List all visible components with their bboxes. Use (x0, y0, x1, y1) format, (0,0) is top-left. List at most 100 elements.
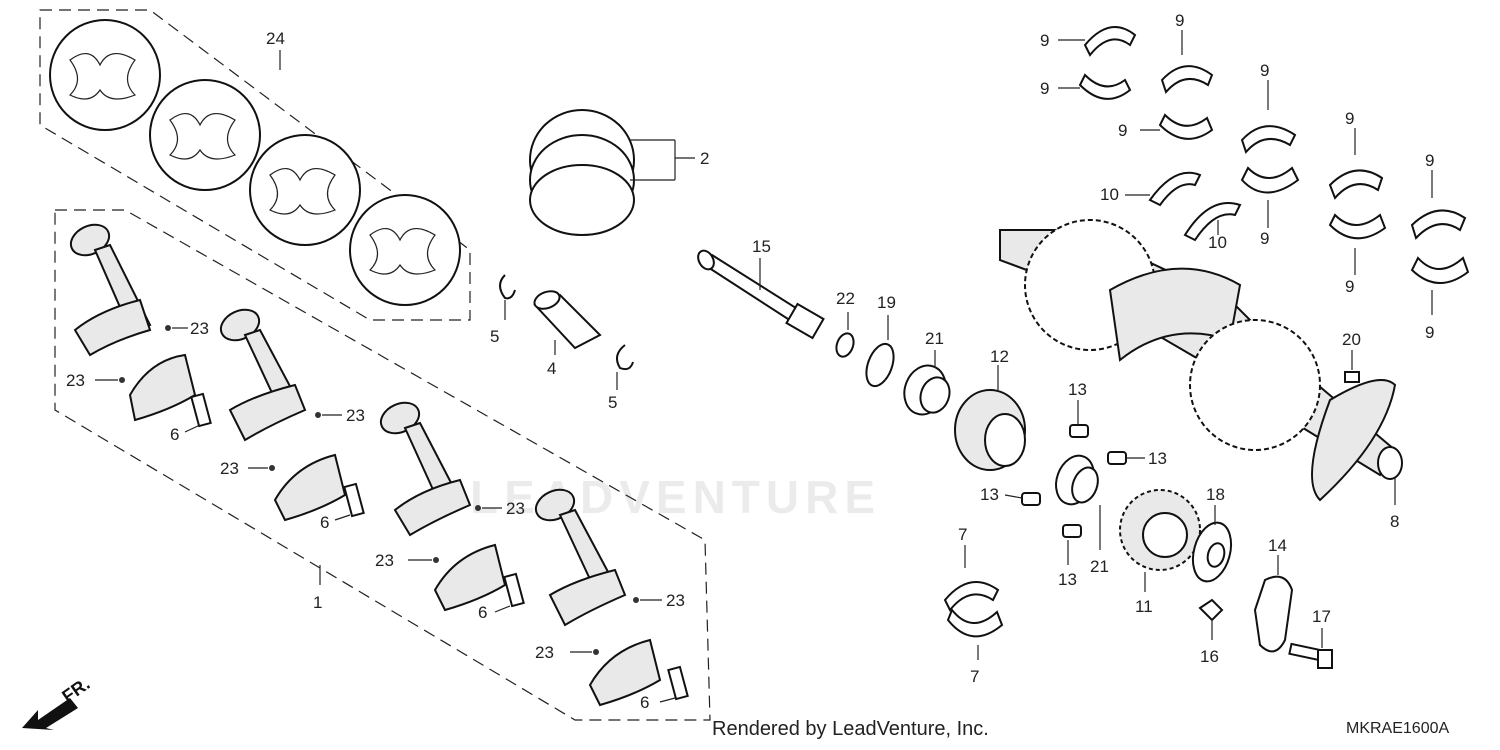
callout-9-h[interactable]: 9 (1345, 277, 1354, 296)
bearing-7-lower[interactable] (946, 608, 1004, 638)
callout-9-f[interactable]: 9 (1260, 229, 1269, 248)
callout-2[interactable]: 2 (700, 149, 709, 168)
piston-2[interactable] (149, 79, 261, 191)
conrod-bolt-1[interactable] (190, 392, 212, 428)
callout-16[interactable]: 16 (1200, 647, 1219, 666)
bolt-17[interactable] (1288, 642, 1333, 669)
callout-6-d[interactable]: 6 (640, 693, 649, 712)
callout-23-g[interactable]: 23 (666, 591, 685, 610)
callout-9-j[interactable]: 9 (1425, 323, 1434, 342)
piston-pin-clip-left[interactable] (499, 274, 516, 300)
needle-bearing-21-lower[interactable] (1050, 450, 1103, 509)
front-direction-marker: FR. (20, 668, 110, 738)
conrod-bolt-3[interactable] (503, 572, 525, 608)
callout-4[interactable]: 4 (547, 359, 556, 378)
callout-7-upper[interactable]: 7 (958, 525, 967, 544)
bolt-16[interactable] (1198, 598, 1224, 622)
callout-5-left[interactable]: 5 (490, 327, 499, 346)
callout-9-i[interactable]: 9 (1425, 151, 1434, 170)
callout-23-c[interactable]: 23 (346, 406, 365, 425)
callout-23-d[interactable]: 23 (220, 459, 239, 478)
callout-23-h[interactable]: 23 (535, 643, 554, 662)
conrod-bolt-2[interactable] (343, 482, 365, 518)
callout-13-c[interactable]: 13 (980, 485, 999, 504)
main-bearing-9-d[interactable] (1158, 113, 1214, 140)
main-bearing-9-b[interactable] (1078, 73, 1132, 100)
callout-18[interactable]: 18 (1206, 485, 1225, 504)
callout-10-a[interactable]: 10 (1100, 185, 1119, 204)
callout-1[interactable]: 1 (313, 593, 322, 612)
callout-6-c[interactable]: 6 (478, 603, 487, 622)
callout-10-b[interactable]: 10 (1208, 233, 1227, 252)
callout-13-d[interactable]: 13 (1058, 570, 1077, 589)
piston-pin-clip-right[interactable] (615, 344, 634, 371)
main-bearing-9-j[interactable] (1410, 256, 1470, 284)
callout-20[interactable]: 20 (1342, 330, 1361, 349)
callout-19[interactable]: 19 (877, 293, 896, 312)
callout-6-b[interactable]: 6 (320, 513, 329, 532)
main-bearing-9-i[interactable] (1410, 209, 1467, 240)
primary-shaft[interactable] (695, 248, 825, 340)
thrust-washer-10-b[interactable] (1183, 202, 1242, 242)
arm-14[interactable] (1253, 575, 1294, 653)
connecting-rod-2[interactable] (216, 304, 347, 522)
callout-8[interactable]: 8 (1390, 512, 1399, 531)
needle-bearing-21-upper[interactable] (898, 360, 955, 421)
callout-9-d[interactable]: 9 (1118, 121, 1127, 140)
callout-9-c[interactable]: 9 (1175, 11, 1184, 30)
main-bearing-9-c[interactable] (1160, 65, 1214, 94)
diagram-code: MKRAE1600A (1346, 720, 1450, 737)
main-bearing-9-a[interactable] (1083, 26, 1137, 57)
crankshaft[interactable] (999, 219, 1403, 502)
callout-6-a[interactable]: 6 (170, 425, 179, 444)
washer-22[interactable] (833, 331, 856, 359)
callout-21-upper[interactable]: 21 (925, 329, 944, 348)
gear-11[interactable] (1119, 489, 1201, 571)
connecting-rod-1[interactable] (66, 219, 197, 422)
callout-23-b[interactable]: 23 (66, 371, 85, 390)
callout-17[interactable]: 17 (1312, 607, 1331, 626)
callout-23-f[interactable]: 23 (375, 551, 394, 570)
piston-ring-set[interactable] (529, 109, 635, 236)
main-bearing-9-h[interactable] (1328, 213, 1387, 240)
cam-sprocket-12[interactable] (954, 389, 1026, 471)
callout-9-g[interactable]: 9 (1345, 109, 1354, 128)
callout-22[interactable]: 22 (836, 289, 855, 308)
callout-23-e[interactable]: 23 (506, 499, 525, 518)
thrust-washer-18[interactable] (1187, 518, 1237, 585)
main-bearing-9-e[interactable] (1240, 125, 1297, 154)
callout-13-b[interactable]: 13 (1148, 449, 1167, 468)
conrod-bolt-4[interactable] (667, 665, 689, 701)
bearing-7-upper[interactable] (943, 581, 1000, 612)
main-bearing-9-g[interactable] (1328, 169, 1384, 200)
thrust-washer-10-a[interactable] (1148, 171, 1202, 207)
callout-9-e[interactable]: 9 (1260, 61, 1269, 80)
connecting-rod-4[interactable] (531, 484, 662, 707)
piston-pin[interactable] (532, 288, 602, 350)
callout-23-a[interactable]: 23 (190, 319, 209, 338)
roller-13-b[interactable] (1107, 451, 1127, 465)
conrod-group-outline (54, 209, 711, 721)
callout-21-lower[interactable]: 21 (1090, 557, 1109, 576)
callout-12[interactable]: 12 (990, 347, 1009, 366)
callout-15[interactable]: 15 (752, 237, 771, 256)
roller-13-a[interactable] (1069, 424, 1089, 438)
callout-14[interactable]: 14 (1268, 536, 1287, 555)
callout-9-b[interactable]: 9 (1040, 79, 1049, 98)
woodruff-key-20[interactable] (1344, 371, 1360, 383)
washer-19[interactable] (861, 340, 899, 390)
callout-9-a[interactable]: 9 (1040, 31, 1049, 50)
roller-13-c[interactable] (1021, 492, 1041, 506)
piston-1[interactable] (49, 19, 161, 131)
connecting-rod-3[interactable] (376, 397, 507, 612)
callout-11[interactable]: 11 (1135, 597, 1153, 616)
callout-7-lower[interactable]: 7 (970, 667, 979, 686)
callout-24[interactable]: 24 (266, 29, 285, 48)
piston-3[interactable] (249, 134, 361, 246)
main-bearing-9-f[interactable] (1240, 166, 1300, 194)
callout-13-a[interactable]: 13 (1068, 380, 1087, 399)
piston-4[interactable] (349, 194, 461, 306)
callout-5-right[interactable]: 5 (608, 393, 617, 412)
roller-13-d[interactable] (1062, 524, 1082, 538)
